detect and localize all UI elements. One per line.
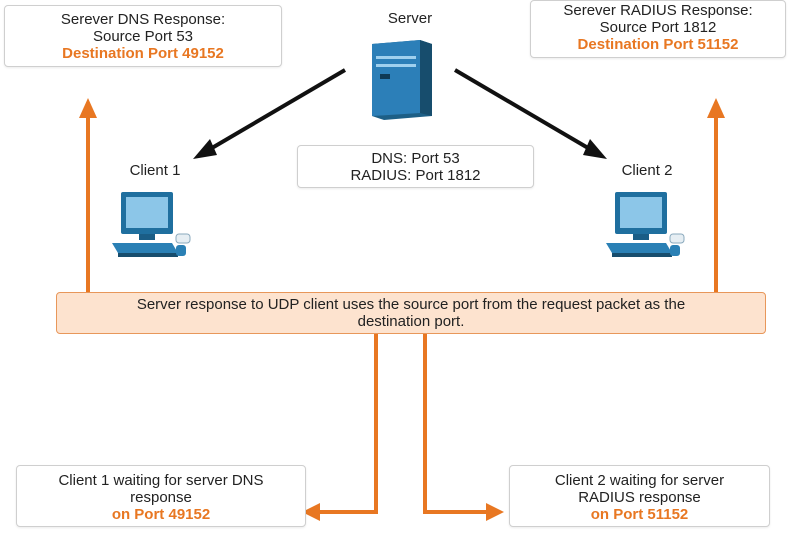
- client2-waiting-text-2: RADIUS response: [578, 489, 701, 506]
- client2-waiting-text: Client 2 waiting for server: [554, 472, 725, 489]
- radius-response-title: Serever RADIUS Response:: [563, 2, 753, 19]
- server-label: Server: [387, 10, 433, 27]
- arrow-down-right: [423, 334, 490, 514]
- arrow-server-to-client1: [198, 68, 347, 157]
- arrowhead-client1: [193, 139, 217, 159]
- arrow-down-left: [316, 334, 378, 514]
- radius-response-box: Serever RADIUS Response: Source Port 181…: [530, 0, 786, 58]
- arrowhead-up-right: [707, 98, 725, 118]
- client1-waiting-box: Client 1 waiting for server DNS response…: [16, 465, 306, 527]
- dns-response-source-port: Source Port 53: [92, 28, 194, 45]
- udp-response-note: Server response to UDP client uses the s…: [56, 292, 766, 334]
- dns-response-box: Serever DNS Response: Source Port 53 Des…: [4, 5, 282, 67]
- client2-waiting-port: on Port 51152: [590, 506, 689, 523]
- client2-computer-icon: [606, 192, 685, 257]
- client1-label: Client 1: [129, 162, 181, 179]
- ports-radius: RADIUS: Port 1812: [350, 167, 481, 184]
- client2-label: Client 2: [621, 162, 673, 179]
- arrowhead-down-left: [302, 503, 320, 521]
- client1-waiting-text: Client 1 waiting for server DNS: [58, 472, 264, 489]
- server-icon: [372, 40, 432, 120]
- note-line-2: destination port.: [357, 313, 465, 330]
- arrowhead-client2: [583, 139, 607, 159]
- arrow-server-to-client2: [453, 68, 602, 157]
- ports-box: DNS: Port 53 RADIUS: Port 1812: [297, 145, 534, 188]
- arrowhead-down-right: [486, 503, 504, 521]
- client2-waiting-box: Client 2 waiting for server RADIUS respo…: [509, 465, 770, 527]
- arrowhead-up-left: [79, 98, 97, 118]
- client1-waiting-port: on Port 49152: [111, 506, 211, 523]
- note-line-1: Server response to UDP client uses the s…: [136, 296, 686, 313]
- client1-computer-icon: [112, 192, 191, 257]
- dns-response-title: Serever DNS Response:: [60, 11, 226, 28]
- ports-dns: DNS: Port 53: [371, 150, 460, 167]
- radius-response-source-port: Source Port 1812: [599, 19, 717, 36]
- radius-response-destination-port: Destination Port 51152: [577, 36, 739, 53]
- dns-response-destination-port: Destination Port 49152: [62, 45, 224, 62]
- client1-waiting-text-2: response: [130, 489, 192, 506]
